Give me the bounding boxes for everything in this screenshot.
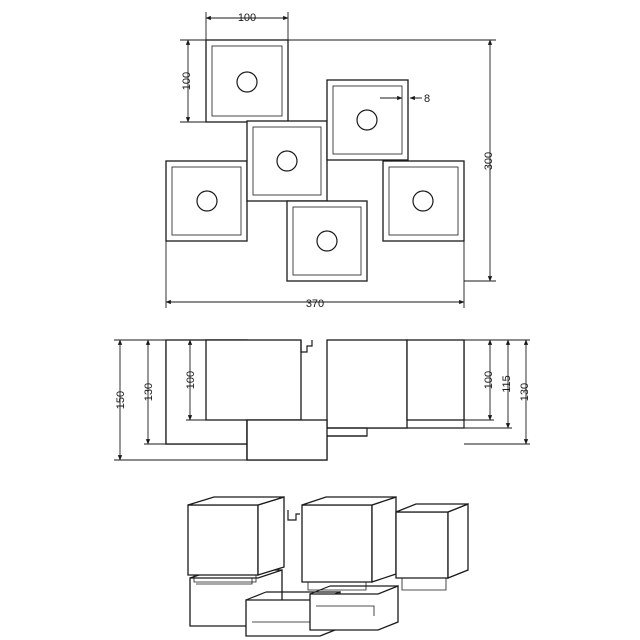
dim-label: 100 [185,371,197,389]
lamp-head-3 [246,120,328,202]
dim-130-right: 130 [464,339,531,445]
hook-detail [300,340,313,353]
side-cube-lower [246,419,328,461]
dim-label: 370 [306,298,324,310]
side-view: 150 130 100 100 115 130 [114,339,531,461]
dim-label: 130 [519,383,531,401]
dim-height-left: 100 [180,39,206,123]
top-view: 100 100 8 300 370 [165,12,496,310]
lamp-head-1 [205,39,289,123]
dim-150: 150 [114,339,247,461]
lamp-head-2 [326,79,409,161]
dim-label: 100 [483,371,495,389]
persp-hook [287,510,300,521]
persp-cube-left [187,496,285,583]
dim-gap: 8 [380,93,430,105]
persp-cube-right [395,503,469,591]
side-cube-center-right [326,339,408,429]
dim-label: 100 [238,12,256,24]
side-cube-center-left [205,339,302,421]
lamp-head-6 [382,160,465,242]
dim-label: 115 [501,375,513,393]
lamp-head-4 [165,160,248,242]
persp-lower-right [309,585,399,631]
side-cube-right [406,339,465,421]
dim-total-height: 300 [288,39,496,282]
dim-label: 300 [483,152,495,170]
dim-label: 8 [424,93,430,105]
dim-100-left: 100 [185,339,206,421]
persp-cube-center [301,496,397,591]
dim-100-right: 100 [464,339,530,421]
dim-label: 130 [143,383,155,401]
dim-label: 100 [181,72,193,90]
dim-width-top: 100 [205,12,289,40]
dim-130-left: 130 [143,339,166,445]
perspective-view [187,496,469,637]
lamp-head-5 [286,200,368,282]
dim-total-width: 370 [165,241,465,310]
dim-115: 115 [464,339,513,429]
dim-label: 150 [115,391,127,409]
